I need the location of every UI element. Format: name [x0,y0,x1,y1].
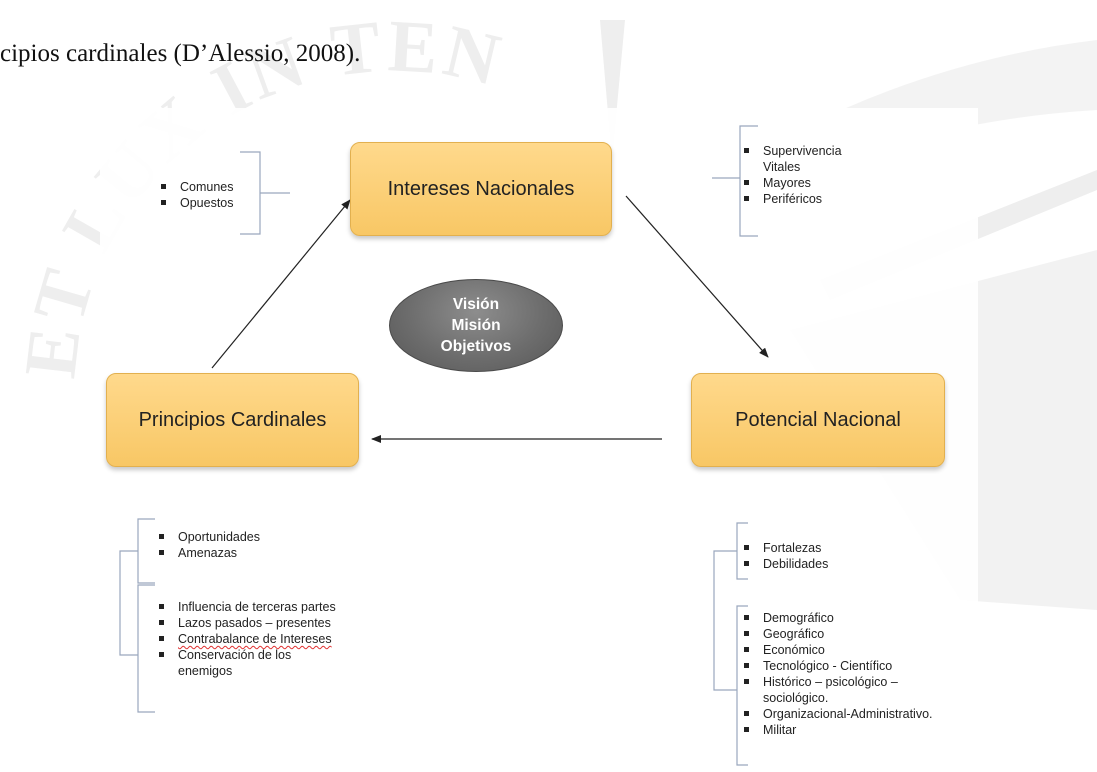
center-ellipse: Visión Misión Objetivos [389,279,563,372]
list-item: Periféricos [743,191,842,207]
bracket-comunes [240,151,261,235]
arrow-principios-to-intereses [211,199,351,369]
list-item: Lazos pasados – presentes [158,615,336,631]
bracket-outer-right [713,550,737,691]
list-principios-detalle: Influencia de terceras partes Lazos pasa… [158,599,336,679]
list-item: Demográfico [743,610,933,626]
list-oportunidades-amenazas: Oportunidades Amenazas [158,529,260,561]
list-item: Fortalezas [743,540,828,556]
figure-caption: cipios cardinales (D’Alessio, 2008). [0,40,361,67]
list-item: Militar [743,722,933,738]
center-line-mision: Misión [451,317,501,334]
list-item: Contrabalance de Intereses [158,631,336,647]
list-item: Conservación de los [158,647,336,663]
list-item: Vitales [763,160,801,174]
bracket-demografico [736,605,748,766]
list-item: Tecnológico - Científico [743,658,933,674]
list-item: Geográfico [743,626,933,642]
node-intereses-nacionales: Intereses Nacionales [350,142,612,236]
center-line-objetivos: Objetivos [440,338,512,355]
list-item: Supervivencia [743,143,842,159]
list-item: Comunes [160,179,234,195]
node-principios-cardinales: Principios Cardinales [106,373,359,467]
list-fortalezas-debilidades: Fortalezas Debilidades [743,540,828,572]
list-item: enemigos [178,664,233,678]
list-item: Debilidades [743,556,828,572]
list-comunes-opuestos: Comunes Opuestos [160,179,234,211]
list-item: Histórico – psicológico – [743,674,933,690]
list-item: Organizacional-Administrativo. [743,706,933,722]
arrow-intereses-to-potencial [625,195,769,358]
list-item: sociológico. [763,691,829,705]
bracket-outer-left [119,550,138,656]
list-item: Opuestos [160,195,234,211]
list-item: Económico [743,642,933,658]
node-potencial-nacional: Potencial Nacional [691,373,945,467]
list-intensidad-intereses: Supervivencia Vitales Mayores Periférico… [743,143,842,207]
list-item: Oportunidades [158,529,260,545]
list-item: Amenazas [158,545,260,561]
center-line-vision: Visión [452,296,500,313]
list-item: Mayores [743,175,842,191]
bracket-oportunidades [137,518,155,584]
bracket-influencia [137,584,155,713]
list-item-text: Contrabalance de Intereses [178,632,332,646]
bracket-supervivencia [739,125,758,237]
list-item: Influencia de terceras partes [158,599,336,615]
list-dominios-potencial: Demográfico Geográfico Económico Tecnoló… [743,610,933,738]
